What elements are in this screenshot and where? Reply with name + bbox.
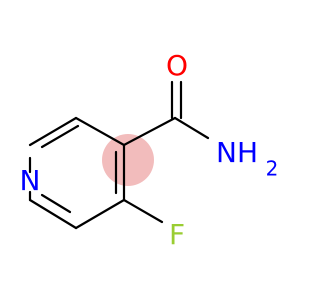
fluorine-label: F [169, 218, 185, 251]
amide-nitrogen-label: NH [216, 136, 258, 169]
amide-nitrogen-subscript: 2 [266, 157, 279, 181]
bond-carbonyl-amide [173, 116, 210, 140]
ring-nitrogen-label: N [20, 164, 41, 197]
double-bond-inner-top [40, 124, 80, 149]
bond-c5-n [28, 198, 78, 230]
bond-c2-c3 [74, 116, 126, 147]
bond-c4-fluorine [122, 198, 164, 224]
ring-bonds [28, 80, 210, 230]
molecule-diagram: O NH 2 N F [20, 49, 279, 251]
bond-c3-carbonyl [122, 116, 177, 147]
structure-canvas: O NH 2 N F [19, 49, 279, 251]
bond-c4-c5 [74, 198, 126, 230]
bond-n-c2 [28, 116, 78, 147]
double-bond-inner-bottom [40, 193, 72, 214]
oxygen-label: O [166, 49, 188, 82]
